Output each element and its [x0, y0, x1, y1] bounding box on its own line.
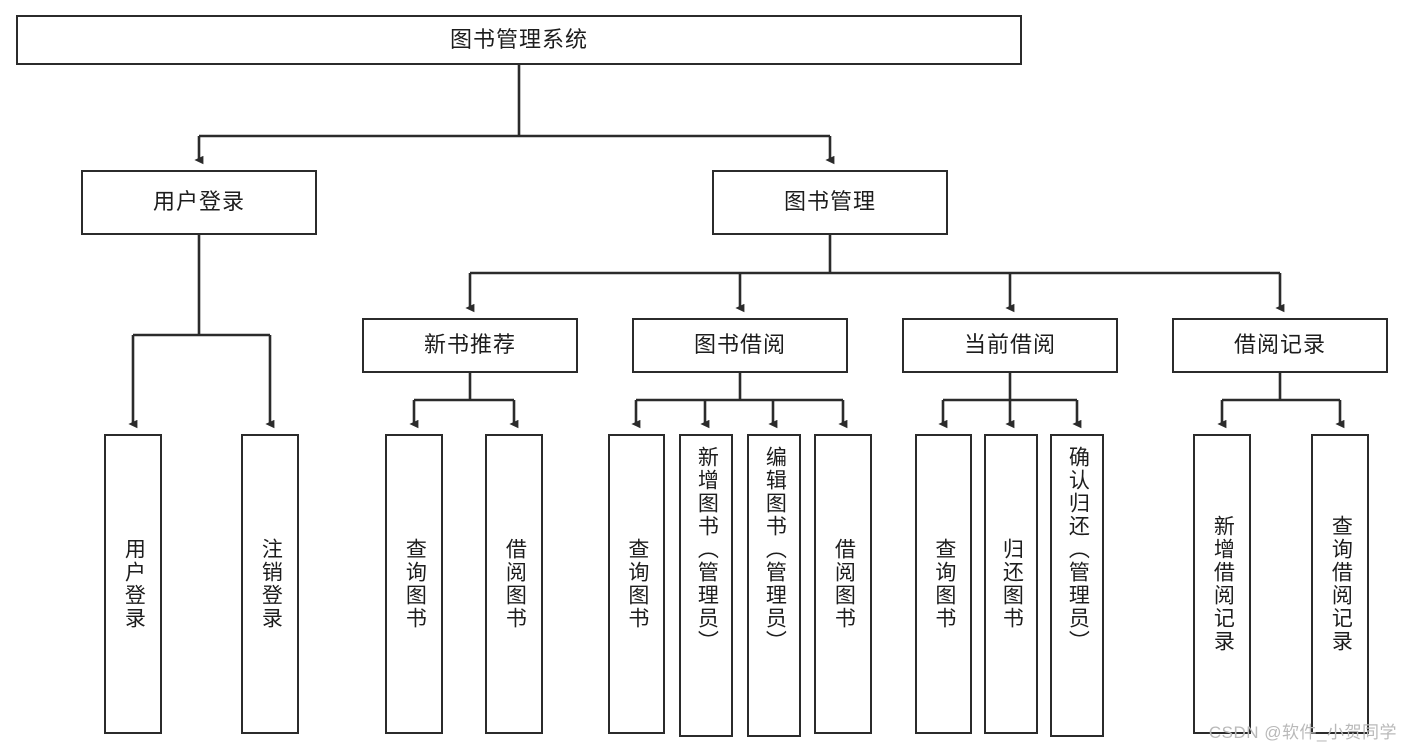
leaf-user-login-label: 用户登录: [122, 538, 146, 630]
leaf-add-book-label: 新增图书（管理员）: [695, 446, 719, 653]
node-user-login[interactable]: 用户登录: [81, 170, 317, 235]
leaf-return-book-label: 归还图书: [1000, 538, 1024, 630]
leaf-borrow-book-2-label: 借阅图书: [832, 538, 856, 630]
node-root[interactable]: 图书管理系统: [16, 15, 1022, 65]
leaf-query-book-2[interactable]: 查询图书: [608, 434, 665, 734]
node-book-manage[interactable]: 图书管理: [712, 170, 948, 235]
leaf-query-book-3[interactable]: 查询图书: [915, 434, 972, 734]
leaf-query-book-1-label: 查询图书: [403, 538, 427, 630]
leaf-return-book[interactable]: 归还图书: [984, 434, 1038, 734]
leaf-add-book[interactable]: 新增图书（管理员）: [679, 434, 733, 737]
leaf-edit-book-label: 编辑图书（管理员）: [763, 446, 787, 653]
node-current-borrow[interactable]: 当前借阅: [902, 318, 1118, 373]
leaf-borrow-book-1[interactable]: 借阅图书: [485, 434, 543, 734]
leaf-add-record-label: 新增借阅记录: [1211, 515, 1235, 653]
leaf-logout-label: 注销登录: [259, 538, 283, 630]
leaf-borrow-book-1-label: 借阅图书: [503, 538, 527, 630]
node-new-book-recommend[interactable]: 新书推荐: [362, 318, 578, 373]
leaf-user-login[interactable]: 用户登录: [104, 434, 162, 734]
leaf-borrow-book-2[interactable]: 借阅图书: [814, 434, 872, 734]
node-book-borrow-label: 图书借阅: [693, 332, 786, 358]
node-borrow-record-label: 借阅记录: [1233, 332, 1326, 358]
node-book-borrow[interactable]: 图书借阅: [632, 318, 848, 373]
node-root-label: 图书管理系统: [449, 26, 588, 52]
leaf-query-book-1[interactable]: 查询图书: [385, 434, 443, 734]
leaf-query-book-3-label: 查询图书: [932, 538, 956, 630]
leaf-query-book-2-label: 查询图书: [625, 538, 649, 630]
node-user-login-label: 用户登录: [152, 189, 245, 215]
node-new-book-recommend-label: 新书推荐: [423, 332, 516, 358]
leaf-logout[interactable]: 注销登录: [241, 434, 299, 734]
leaf-add-record[interactable]: 新增借阅记录: [1193, 434, 1251, 734]
leaf-query-record[interactable]: 查询借阅记录: [1311, 434, 1369, 734]
leaf-edit-book[interactable]: 编辑图书（管理员）: [747, 434, 801, 737]
watermark: CSDN @软件_小贺同学: [1208, 723, 1397, 742]
leaf-query-record-label: 查询借阅记录: [1329, 515, 1353, 653]
node-book-manage-label: 图书管理: [783, 189, 876, 215]
node-current-borrow-label: 当前借阅: [963, 332, 1056, 358]
node-borrow-record[interactable]: 借阅记录: [1172, 318, 1388, 373]
leaf-confirm-return[interactable]: 确认归还（管理员）: [1050, 434, 1104, 737]
leaf-confirm-return-label: 确认归还（管理员）: [1066, 446, 1090, 653]
